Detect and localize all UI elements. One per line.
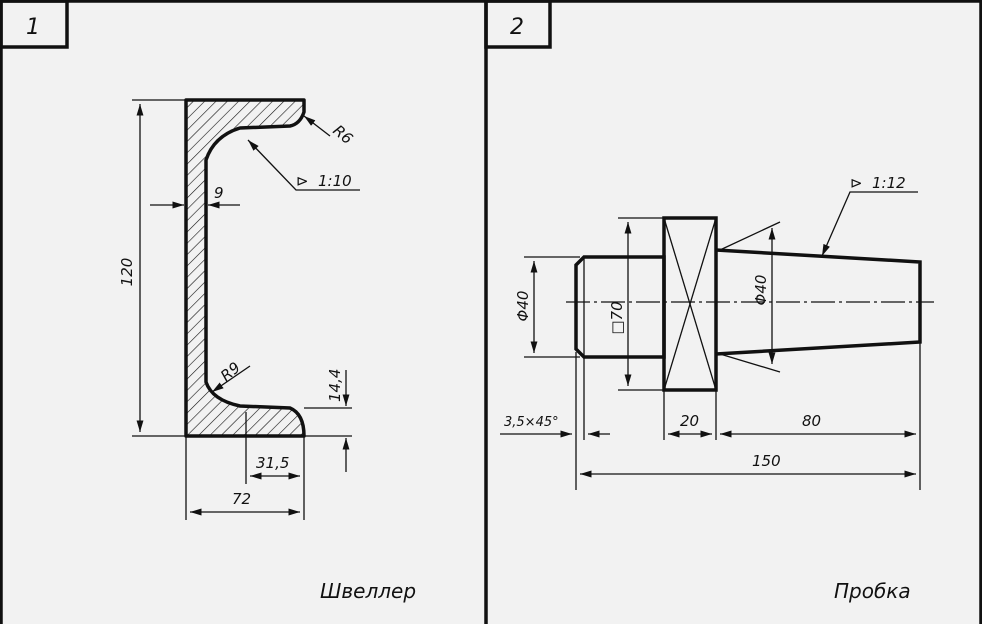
dim-collar: 20 xyxy=(680,412,699,430)
panel-1-number: 1 xyxy=(26,15,40,40)
panel-2-caption: Пробка xyxy=(834,579,911,603)
plug-part xyxy=(566,216,934,392)
taper-1-icon: ⊳ xyxy=(296,172,309,190)
panel-2-number: 2 xyxy=(510,15,524,40)
plug-dimensions xyxy=(500,191,921,490)
dim-web: 9 xyxy=(214,184,224,202)
panel-1-caption: Швеллер xyxy=(320,579,416,603)
dim-total: 150 xyxy=(752,452,781,470)
dim-square: □70 xyxy=(608,301,626,334)
panel-1-number-box xyxy=(0,0,69,49)
dim-r-top: R6 xyxy=(329,121,356,148)
channel-section xyxy=(184,98,306,438)
dim-r-bottom: R9 xyxy=(217,358,244,385)
dim-taper-1: 1:10 xyxy=(318,172,352,190)
dim-flange-t: 14,4 xyxy=(326,369,344,402)
dim-dia-left: Φ40 xyxy=(514,291,532,322)
dim-height: 120 xyxy=(118,258,136,287)
panel-2-number-box xyxy=(484,0,552,49)
taper-2-icon: ⊳ xyxy=(850,174,863,192)
dim-dia-right: Φ40 xyxy=(752,275,770,306)
dim-width: 72 xyxy=(232,490,251,508)
dim-offset: 31,5 xyxy=(256,454,289,472)
channel-dimensions xyxy=(132,99,360,520)
dim-cone-len: 80 xyxy=(802,412,821,430)
dim-taper-2: 1:12 xyxy=(872,174,906,192)
dim-chamfer: 3,5×45° xyxy=(504,415,559,430)
